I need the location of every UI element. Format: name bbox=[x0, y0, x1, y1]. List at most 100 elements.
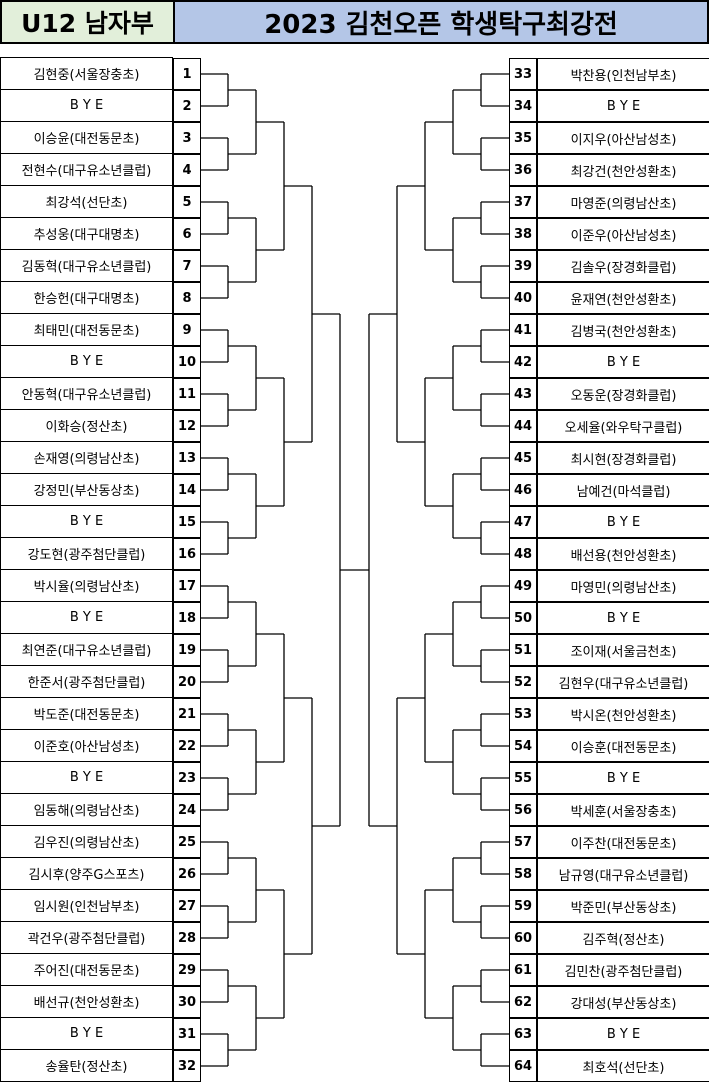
player-row: 배선규(천안성환초)30 bbox=[0, 985, 201, 1018]
player-row: 한준서(광주첨단클럽)20 bbox=[0, 665, 201, 698]
seed-number: 9 bbox=[173, 314, 201, 346]
player-name: 박세훈(서울장충초) bbox=[537, 794, 709, 826]
player-row: 임시원(인천남부초)27 bbox=[0, 889, 201, 922]
player-row: 곽건우(광주첨단클럽)28 bbox=[0, 921, 201, 954]
seed-number: 17 bbox=[173, 570, 201, 602]
player-row: 추성웅(대구대명초)6 bbox=[0, 217, 201, 250]
player-name: B Y E bbox=[0, 1017, 173, 1050]
seed-number: 59 bbox=[509, 890, 537, 922]
player-row: 강정민(부산동상초)14 bbox=[0, 473, 201, 506]
seed-number: 37 bbox=[509, 186, 537, 218]
seed-number: 24 bbox=[173, 794, 201, 826]
seed-number: 7 bbox=[173, 250, 201, 282]
seed-number: 39 bbox=[509, 250, 537, 282]
seed-number: 19 bbox=[173, 634, 201, 666]
seed-number: 3 bbox=[173, 122, 201, 154]
seed-number: 8 bbox=[173, 282, 201, 314]
player-name: 강대성(부산동상초) bbox=[537, 986, 709, 1018]
seed-number: 20 bbox=[173, 666, 201, 698]
player-name: 김시후(양주G스포츠) bbox=[0, 857, 173, 890]
seed-number: 46 bbox=[509, 474, 537, 506]
player-name: 오동운(장경화클럽) bbox=[537, 378, 709, 410]
player-row: 최태민(대전동문초)9 bbox=[0, 313, 201, 346]
player-name: 최연준(대구유소년클럽) bbox=[0, 633, 173, 666]
player-name: 김솔우(장경화클럽) bbox=[537, 250, 709, 282]
player-name: B Y E bbox=[0, 761, 173, 794]
seed-number: 12 bbox=[173, 410, 201, 442]
player-row: 박도준(대전동문초)21 bbox=[0, 697, 201, 730]
player-name: B Y E bbox=[537, 762, 709, 794]
player-row: 안동혁(대구유소년클럽)11 bbox=[0, 377, 201, 410]
player-name: 한승헌(대구대명초) bbox=[0, 281, 173, 314]
player-name: 남규영(대구유소년클럽) bbox=[537, 858, 709, 890]
player-row: 김동혁(대구유소년클럽)7 bbox=[0, 249, 201, 282]
player-row: 김시후(양주G스포츠)26 bbox=[0, 857, 201, 890]
seed-number: 11 bbox=[173, 378, 201, 410]
seed-number: 14 bbox=[173, 474, 201, 506]
player-name: 김주혁(정산초) bbox=[537, 922, 709, 954]
player-name: 김현우(대구유소년클럽) bbox=[537, 666, 709, 698]
player-row: 최강석(선단초)5 bbox=[0, 185, 201, 218]
player-name: 임시원(인천남부초) bbox=[0, 889, 173, 922]
player-name: 강정민(부산동상초) bbox=[0, 473, 173, 506]
seed-number: 21 bbox=[173, 698, 201, 730]
player-name: 최강건(천안성환초) bbox=[537, 154, 709, 186]
player-name: B Y E bbox=[0, 601, 173, 634]
player-name: 남예건(마석클럽) bbox=[537, 474, 709, 506]
seed-number: 47 bbox=[509, 506, 537, 538]
seed-number: 61 bbox=[509, 954, 537, 986]
player-name: 임동해(의령남산초) bbox=[0, 793, 173, 826]
player-name: 김동혁(대구유소년클럽) bbox=[0, 249, 173, 282]
player-name: 이준호(아산남성초) bbox=[0, 729, 173, 762]
player-name: 박도준(대전동문초) bbox=[0, 697, 173, 730]
player-name: 박찬용(인천남부초) bbox=[537, 58, 709, 90]
seed-number: 33 bbox=[509, 58, 537, 90]
player-name: B Y E bbox=[537, 506, 709, 538]
seed-number: 57 bbox=[509, 826, 537, 858]
player-name: 최시현(장경화클럽) bbox=[537, 442, 709, 474]
player-name: 오세율(와우탁구클럽) bbox=[537, 410, 709, 442]
player-name: B Y E bbox=[537, 346, 709, 378]
seed-number: 54 bbox=[509, 730, 537, 762]
player-row: 이화승(정산초)12 bbox=[0, 409, 201, 442]
seed-number: 1 bbox=[173, 58, 201, 90]
seed-number: 63 bbox=[509, 1018, 537, 1050]
player-name: 최호석(선단초) bbox=[537, 1050, 709, 1082]
seed-number: 53 bbox=[509, 698, 537, 730]
seed-number: 43 bbox=[509, 378, 537, 410]
seed-number: 34 bbox=[509, 90, 537, 122]
player-name: 이지우(아산남성초) bbox=[537, 122, 709, 154]
seed-number: 48 bbox=[509, 538, 537, 570]
seed-number: 13 bbox=[173, 442, 201, 474]
player-name: 송율탄(정산초) bbox=[0, 1049, 173, 1082]
seed-number: 42 bbox=[509, 346, 537, 378]
player-row: 임동해(의령남산초)24 bbox=[0, 793, 201, 826]
seed-number: 58 bbox=[509, 858, 537, 890]
seed-number: 51 bbox=[509, 634, 537, 666]
seed-number: 15 bbox=[173, 506, 201, 538]
